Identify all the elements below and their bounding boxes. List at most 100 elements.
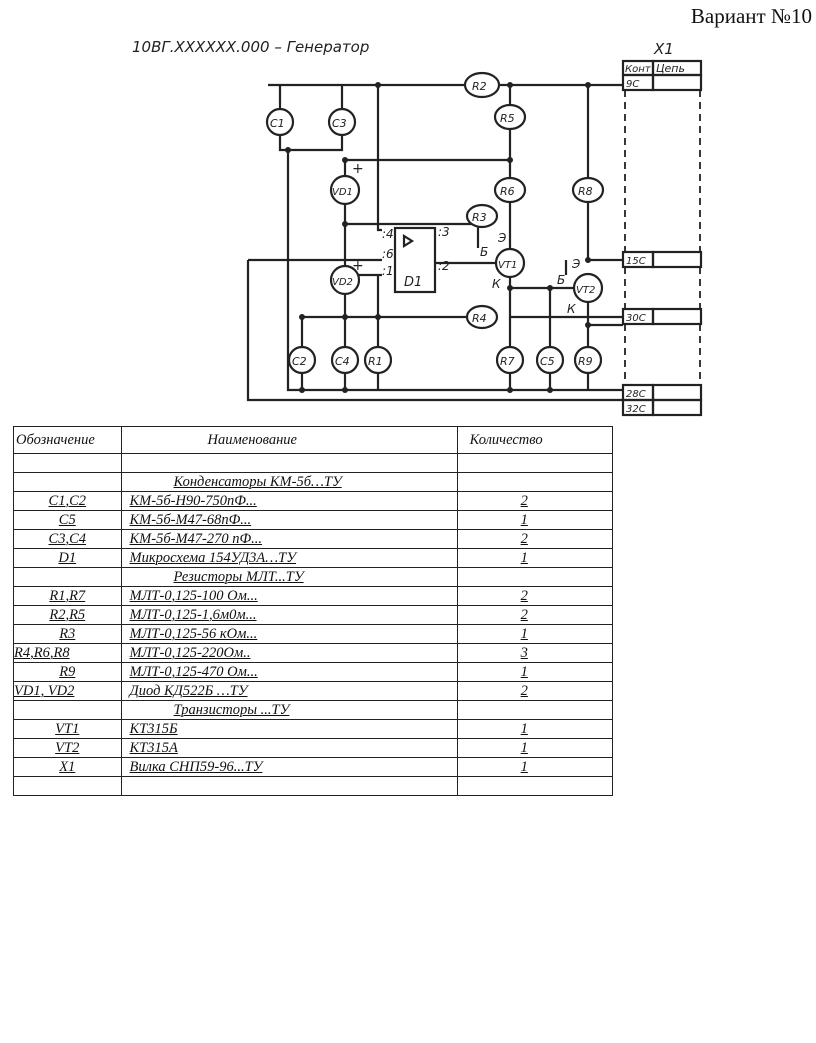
cell-designation: R1,R7 <box>13 586 122 606</box>
cell-name: Вилка СНП59-96...ТУ <box>120 757 458 777</box>
svg-text:C5: C5 <box>540 355 555 368</box>
cell-designation <box>13 453 122 473</box>
cell-quantity: 2 <box>456 491 614 511</box>
svg-text:C1: C1 <box>270 117 285 130</box>
svg-text:К: К <box>567 302 576 316</box>
header-quantity: Количество <box>456 426 614 454</box>
cell-designation: R9 <box>13 662 122 682</box>
quantity-text: 2 <box>520 607 528 623</box>
quantity-text: 2 <box>520 588 528 604</box>
svg-text:Э: Э <box>571 257 581 271</box>
c5-capacitor: C5 <box>535 345 565 375</box>
svg-text:C3: C3 <box>332 117 347 130</box>
r1-resistor: R1 <box>363 345 393 375</box>
cell-designation: R2,R5 <box>13 605 122 625</box>
cell-name: КМ-5б-Н90-750пФ... <box>120 491 458 511</box>
connector-col-contact: Конт <box>625 64 652 75</box>
cell-quantity: 3 <box>456 643 614 663</box>
svg-text:R7: R7 <box>500 355 515 368</box>
quantity-text: 2 <box>520 493 528 509</box>
vt1-transistor: VT1 <box>494 247 526 279</box>
svg-text:R4: R4 <box>472 312 487 325</box>
cell-name: КМ-5б-М47-270 пФ... <box>120 529 458 549</box>
cell-name: МЛТ-0,125-56 кОм... <box>120 624 458 644</box>
designation-text: R3 <box>59 626 76 642</box>
cell-designation <box>13 472 122 492</box>
svg-text::1: :1 <box>382 264 394 278</box>
cell-designation <box>13 700 122 720</box>
cell-designation: C1,C2 <box>13 491 122 511</box>
cell-group-name: Конденсаторы КМ-5б…ТУ <box>120 472 458 492</box>
cell-designation: C3,C4 <box>13 529 122 549</box>
cell-quantity <box>456 700 614 720</box>
cell-designation: R3 <box>13 624 122 644</box>
svg-text:VT2: VT2 <box>576 285 595 296</box>
cell-quantity: 2 <box>456 586 614 606</box>
r7-resistor: R7 <box>495 345 525 375</box>
name-text: Конденсаторы КМ-5б…ТУ <box>173 474 342 490</box>
cell-name <box>120 776 458 796</box>
cell-name: Диод КД522Б …ТУ <box>120 681 458 701</box>
cell-quantity: 1 <box>456 662 614 682</box>
svg-text::3: :3 <box>438 225 450 239</box>
cell-name: КТ315А <box>120 738 458 758</box>
cell-group-name: Транзисторы ...ТУ <box>120 700 458 720</box>
cell-designation: C5 <box>13 510 122 530</box>
quantity-text: 1 <box>520 626 528 642</box>
name-text: Микросхема 154УД3А…ТУ <box>129 550 296 566</box>
cell-designation: VT2 <box>13 738 122 758</box>
quantity-text: 1 <box>520 664 528 680</box>
cell-designation: R4,R6,R8 <box>13 643 122 663</box>
svg-text:К: К <box>492 277 501 291</box>
designation-text: VT1 <box>55 721 80 737</box>
c3-capacitor: C3 <box>327 107 357 137</box>
cell-quantity: 1 <box>456 738 614 758</box>
pin-30c: 30С <box>626 313 646 324</box>
r5-resistor: R5 <box>493 103 527 131</box>
c2-capacitor: C2 <box>287 345 317 375</box>
svg-text:R5: R5 <box>500 112 515 125</box>
designation-text: R4,R6,R8 <box>14 645 70 661</box>
svg-text:C4: C4 <box>335 355 350 368</box>
name-text: КМ-5б-М47-270 пФ... <box>129 531 263 547</box>
cell-quantity <box>456 472 614 492</box>
d1-opamp: D1 :4 :6 :1 :3 :2 <box>382 225 450 294</box>
connector-name: X1 <box>653 40 674 58</box>
cell-name <box>120 453 458 473</box>
table-row: Транзисторы ...ТУ <box>13 700 614 720</box>
table-row: R3 МЛТ-0,125-56 кОм... 1 <box>13 624 614 644</box>
cell-quantity: 1 <box>456 510 614 530</box>
name-text: МЛТ-0,125-56 кОм... <box>129 626 258 642</box>
designation-text: VT2 <box>55 740 80 756</box>
table-row: C1,C2 КМ-5б-Н90-750пФ... 2 <box>13 491 614 511</box>
table-header-row: Обозначение Наименование Количество <box>13 426 614 454</box>
designation-text: C1,C2 <box>48 493 86 509</box>
cell-quantity <box>456 567 614 587</box>
name-text: Вилка СНП59-96...ТУ <box>129 759 263 775</box>
cell-name: КТ315Б <box>120 719 458 739</box>
designation-text: R1,R7 <box>49 588 86 604</box>
variant-heading: Вариант №10 <box>690 4 812 28</box>
r6-resistor: R6 <box>493 176 527 204</box>
circuit-schematic: 10ВГ.XXXXXX.000 – Генератор X1 Конт Цепь… <box>132 38 703 417</box>
cell-quantity: 2 <box>456 605 614 625</box>
cell-name: МЛТ-0,125-220Ом.. <box>120 643 458 663</box>
svg-text:VD1: VD1 <box>332 187 353 198</box>
cell-designation <box>13 776 122 796</box>
svg-text:+: + <box>352 161 364 177</box>
table-body: Конденсаторы КМ-5б…ТУ C1,C2 КМ-5б-Н90-750п… <box>13 453 614 796</box>
svg-text:Э: Э <box>497 231 507 245</box>
cell-name: МЛТ-0,125-470 Ом... <box>120 662 458 682</box>
r2-resistor: R2 <box>463 71 501 99</box>
connector-block: Конт Цепь 9С 15С 30С 28С 32С <box>621 59 703 417</box>
name-text: КМ-5б-М47-68пФ... <box>129 512 252 528</box>
svg-text:+: + <box>352 258 364 274</box>
quantity-text: 1 <box>520 512 528 528</box>
cell-quantity: 1 <box>456 624 614 644</box>
name-text: КМ-5б-Н90-750пФ... <box>129 493 257 509</box>
cell-name: МЛТ-0,125-1,6м0м... <box>120 605 458 625</box>
designation-text: C3,C4 <box>48 531 86 547</box>
svg-text::6: :6 <box>382 247 394 261</box>
